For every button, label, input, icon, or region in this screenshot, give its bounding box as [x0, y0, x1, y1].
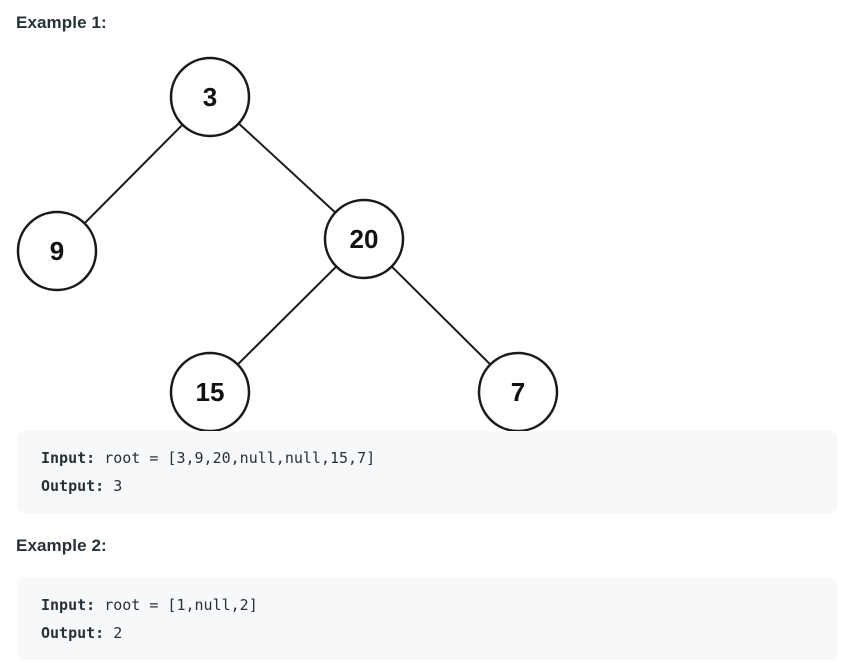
output-label: Output:	[41, 477, 105, 495]
output-label: Output:	[41, 624, 105, 642]
example-2-input-line: Input: root = [1,null,2]	[41, 591, 814, 619]
input-value: root = [1,null,2]	[95, 596, 258, 614]
tree-node-label: 3	[203, 82, 217, 112]
input-value: root = [3,9,20,null,null,15,7]	[95, 449, 376, 467]
output-value: 2	[104, 624, 123, 642]
example-2-heading: Example 2:	[16, 536, 107, 555]
tree-node-label: 7	[511, 377, 525, 407]
tree-node-label: 20	[350, 224, 379, 254]
example-2-code-block: Input: root = [1,null,2] Output: 2	[17, 578, 838, 660]
tree-node-9	[16, 210, 98, 292]
example-1-input-line: Input: root = [3,9,20,null,null,15,7]	[41, 444, 814, 472]
input-label: Input:	[41, 449, 96, 467]
binary-tree-diagram: 3 9 20 15 7	[16, 56, 559, 432]
tree-node-3	[169, 56, 251, 138]
example-2-output-line: Output: 2	[41, 619, 814, 647]
example-1-output-line: Output: 3	[41, 472, 814, 500]
tree-node-20	[323, 198, 405, 280]
example-1-heading: Example 1:	[16, 13, 107, 32]
example-1-code-block: Input: root = [3,9,20,null,null,15,7] Ou…	[17, 431, 838, 513]
tree-node-label: 15	[196, 377, 225, 407]
input-label: Input:	[41, 596, 96, 614]
tree-node-label: 9	[50, 236, 64, 266]
output-value: 3	[104, 477, 123, 495]
